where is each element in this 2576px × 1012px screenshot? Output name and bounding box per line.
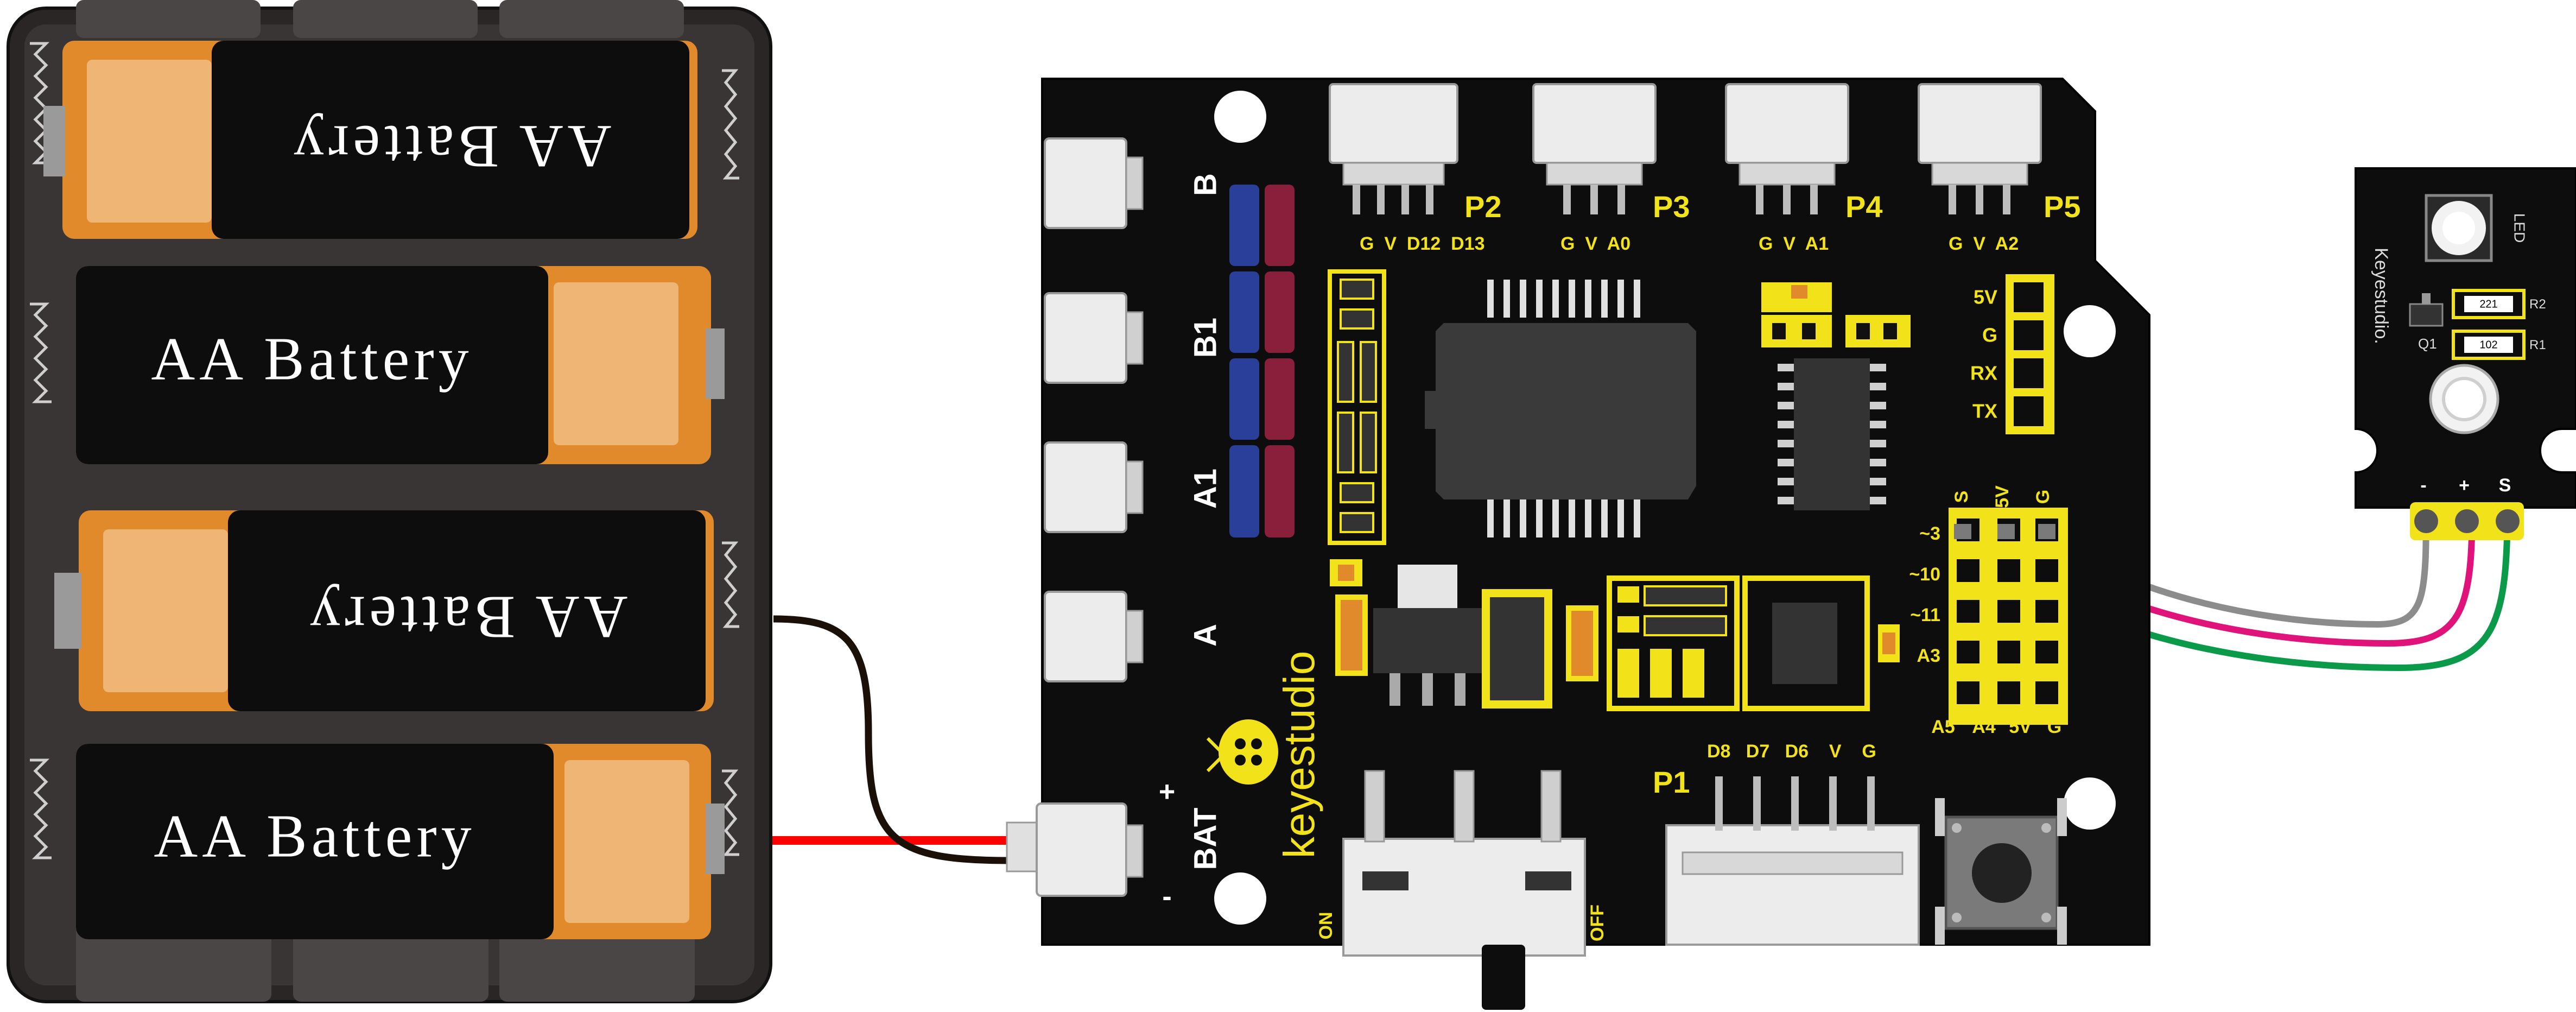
- motor-port-a[interactable]: [1044, 591, 1144, 682]
- led-module-brand: Keyestudio.: [2371, 248, 2391, 344]
- motor-port-a-label: A: [1188, 624, 1223, 647]
- io-bottom-g: G: [2047, 717, 2061, 737]
- motor-port-b[interactable]: [1044, 137, 1144, 229]
- jumper-block: [1761, 282, 1911, 347]
- motor-port-b-label: B: [1188, 173, 1223, 196]
- io-top-g: G: [2033, 490, 2053, 504]
- logic-chip: [1778, 358, 1886, 510]
- header-p1-name: P1: [1653, 765, 1690, 799]
- r2-value: 221: [2479, 298, 2497, 310]
- keyestudio-logo: [1206, 719, 1278, 785]
- battery-input-port[interactable]: [1006, 802, 1144, 897]
- r1-resistor: [2452, 330, 2526, 360]
- io-bottom-5v: 5V: [2009, 717, 2032, 737]
- led-pin-plus: +: [2459, 475, 2470, 496]
- io-breakout[interactable]: [1949, 508, 2068, 725]
- led-label: LED: [2511, 213, 2528, 243]
- header-p4-pins: G V A1: [1759, 233, 1829, 254]
- q1-label: Q1: [2418, 336, 2437, 352]
- header-p3[interactable]: [1532, 83, 1657, 214]
- board-pcb: [1041, 78, 2150, 946]
- battery-cell-2-label: AA Battery: [151, 326, 473, 393]
- mount-hole: [1214, 91, 1266, 143]
- power-switch[interactable]: [1342, 770, 1586, 1010]
- header-p5[interactable]: [1918, 83, 2042, 214]
- header-p3-pins: G V A0: [1560, 233, 1630, 254]
- motor-port-a1[interactable]: [1044, 441, 1144, 533]
- io-bottom-a5: A5: [1931, 717, 1955, 737]
- keyestudio-brand: keyestudio: [1275, 651, 1323, 858]
- battery-cell-1: AA Battery: [43, 41, 697, 239]
- serial-pin-rx: RX: [1970, 362, 1997, 384]
- r1-value: 102: [2479, 339, 2497, 351]
- led-icon: [2425, 194, 2493, 262]
- motor-port-b1[interactable]: [1044, 292, 1144, 384]
- header-p1[interactable]: [1665, 776, 1920, 946]
- r2-label: R2: [2529, 297, 2546, 312]
- terminal-strip: [1229, 185, 1295, 537]
- reset-button[interactable]: [1935, 798, 2067, 945]
- led-module-pins[interactable]: [2410, 502, 2524, 540]
- battery-cell-3-label: AA Battery: [306, 583, 627, 650]
- battery-black-wire: [773, 615, 1010, 864]
- io-top-s: S: [1951, 491, 1972, 503]
- io-row-11: ~11: [1910, 605, 1940, 625]
- battery-pack: AA Battery AA Battery AA Battery AA Batt…: [7, 0, 772, 1003]
- serial-pin-g: G: [1982, 324, 1997, 346]
- mount-hole: [1214, 872, 1266, 925]
- battery-cell-1-label: AA Battery: [289, 112, 611, 180]
- switch-off-label: OFF: [1587, 905, 1608, 941]
- q1-transistor: [2409, 293, 2444, 327]
- battery-cell-2: AA Battery: [76, 266, 725, 464]
- battery-port-label: BAT: [1188, 808, 1223, 870]
- header-p1-pins: D8 D7 D6 V G: [1707, 741, 1876, 762]
- header-p2[interactable]: [1329, 83, 1458, 214]
- io-bottom-a4: A4: [1972, 717, 1996, 737]
- r2-resistor: [2452, 289, 2526, 319]
- io-top-5v: 5V: [1992, 485, 2013, 508]
- battery-cell-4-label: AA Battery: [154, 803, 475, 870]
- header-p5-pins: G V A2: [1949, 233, 2019, 254]
- led-module: LED Keyestudio. Q1 221 R2 102 R1 - + S: [2355, 167, 2576, 540]
- serial-pin-5v: 5V: [1974, 286, 1997, 308]
- header-p2-name: P2: [1464, 189, 1502, 224]
- motor-driver-board: B B1 A1 A BAT + -: [1006, 78, 2150, 1010]
- battery-port-minus: -: [1162, 881, 1171, 913]
- switch-on-label: ON: [1316, 912, 1336, 940]
- serial-header[interactable]: [2006, 274, 2054, 434]
- battery-cell-3: AA Battery: [54, 510, 714, 711]
- header-p3-name: P3: [1653, 189, 1690, 224]
- header-p4[interactable]: [1725, 83, 1849, 214]
- io-row-3: ~3: [1919, 523, 1940, 544]
- io-row-a3: A3: [1917, 646, 1940, 666]
- battery-cell-4: AA Battery: [76, 744, 725, 939]
- header-p2-pins: G V D12 D13: [1360, 233, 1485, 254]
- led-pin-s: S: [2499, 475, 2511, 496]
- header-p4-name: P4: [1845, 189, 1883, 224]
- mount-hole: [2064, 777, 2116, 830]
- serial-pin-tx: TX: [1972, 400, 1997, 422]
- mount-hole: [2064, 305, 2116, 357]
- motor-port-b1-label: B1: [1188, 318, 1223, 358]
- r1-label: R1: [2529, 338, 2546, 352]
- io-row-10: ~10: [1909, 564, 1940, 585]
- driver-chip: [1425, 280, 1696, 537]
- motor-port-a1-label: A1: [1188, 469, 1223, 509]
- power-regulator: [1330, 559, 1900, 711]
- header-p5-name: P5: [2044, 189, 2081, 224]
- smd-components: [1328, 269, 1386, 545]
- battery-port-plus: +: [1159, 776, 1175, 808]
- led-pin-minus: -: [2420, 475, 2426, 496]
